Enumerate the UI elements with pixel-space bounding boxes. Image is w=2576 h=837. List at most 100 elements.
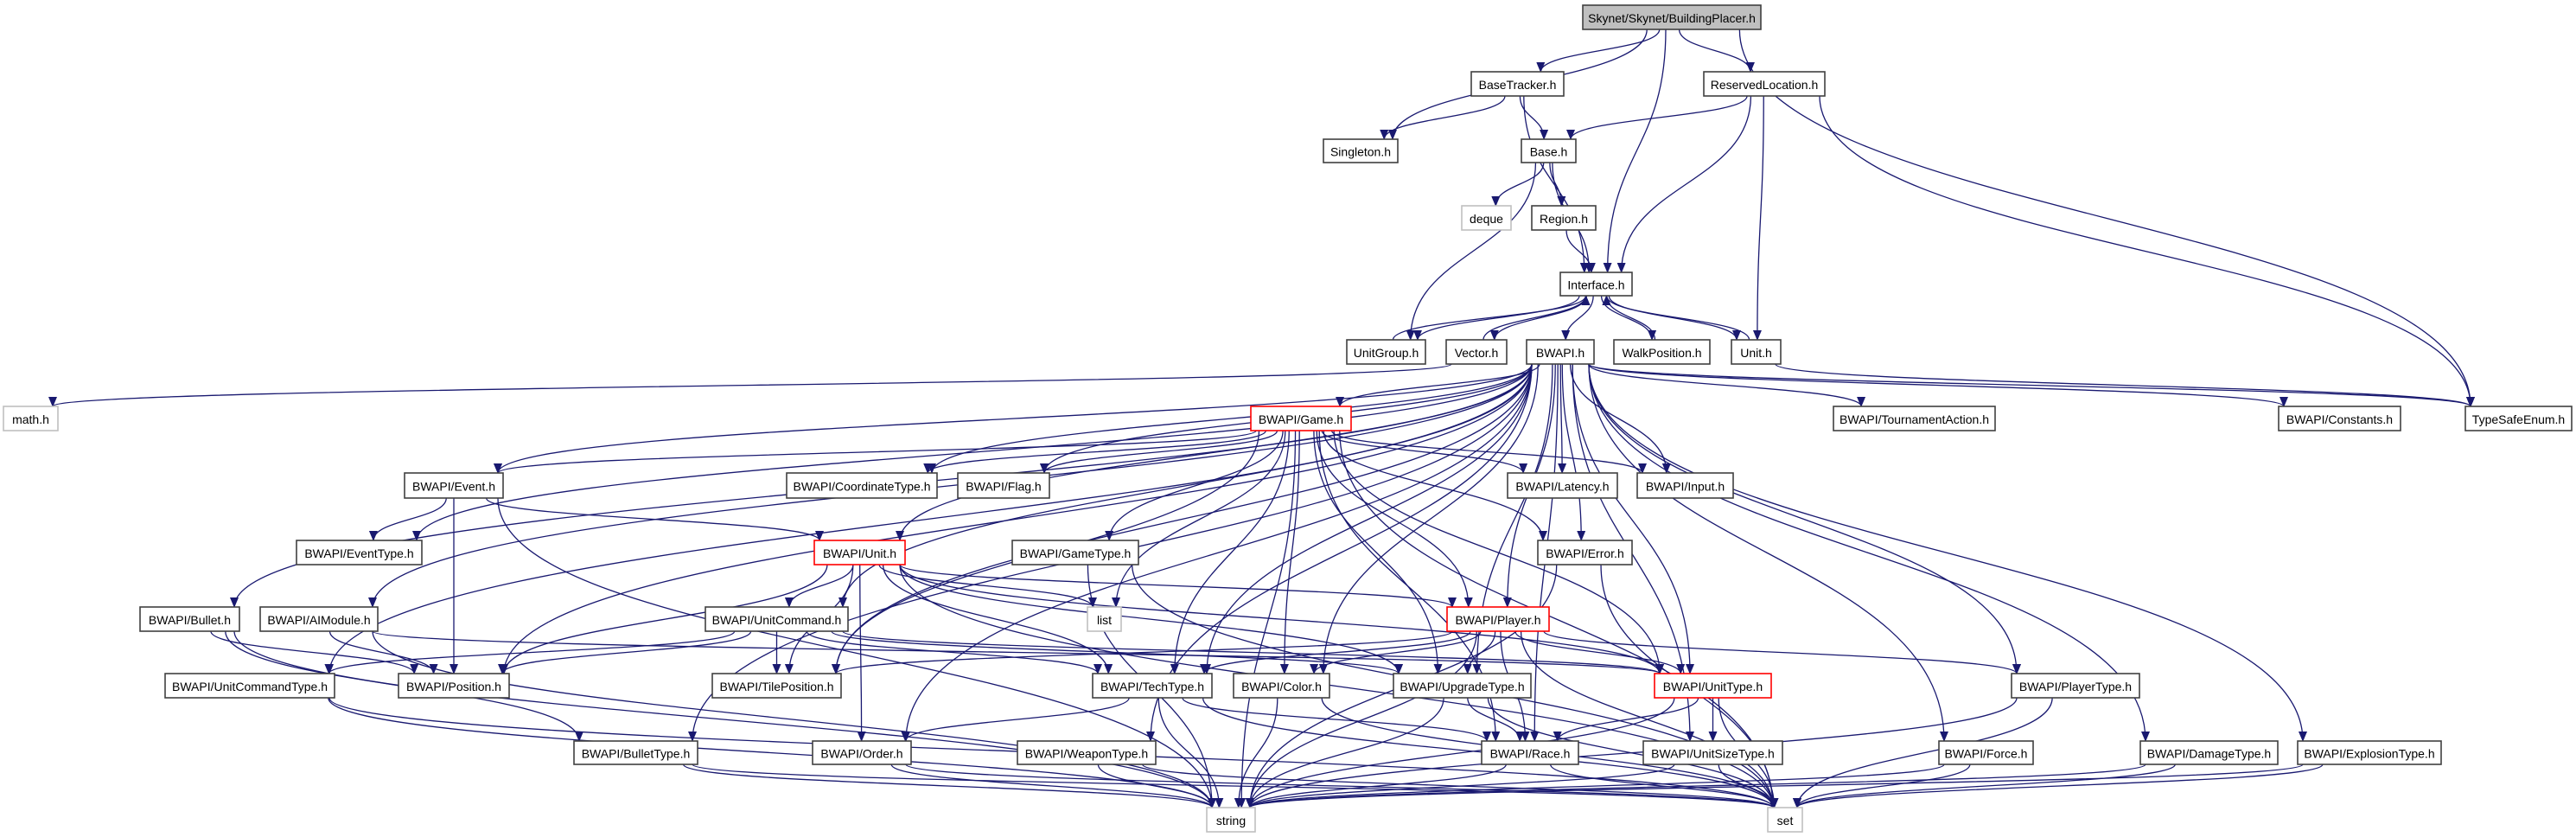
node-reservedlocation[interactable]: ReservedLocation.h — [1703, 71, 1826, 97]
node-damagetype[interactable]: BWAPI/DamageType.h — [2139, 740, 2279, 765]
edge-player-to-unittype — [1514, 630, 1686, 674]
node-label: string — [1216, 814, 1246, 827]
node-explosiontype[interactable]: BWAPI/ExplosionType.h — [2297, 740, 2442, 765]
node-label: BWAPI/WeaponType.h — [1025, 747, 1148, 761]
node-basetracker[interactable]: BaseTracker.h — [1470, 71, 1565, 97]
node-force[interactable]: BWAPI/Force.h — [1938, 740, 2034, 765]
node-label: Vector.h — [1455, 346, 1499, 360]
node-unittype[interactable]: BWAPI/UnitType.h — [1654, 673, 1772, 699]
node-box — [404, 472, 504, 499]
node-label: BWAPI/Color.h — [1241, 680, 1322, 693]
edge-reservedlocation-to-typesafeenum — [1819, 95, 2475, 407]
node-string[interactable]: string — [1206, 807, 1256, 833]
node-box — [1346, 339, 1426, 365]
node-weapontype[interactable]: BWAPI/WeaponType.h — [1017, 740, 1157, 765]
edge-bwunit-to-player — [899, 564, 1457, 608]
node-unitgroup[interactable]: UnitGroup.h — [1346, 339, 1426, 365]
node-walkposition[interactable]: WalkPosition.h — [1613, 339, 1711, 365]
node-playertype[interactable]: BWAPI/PlayerType.h — [2011, 673, 2140, 699]
node-bullet[interactable]: BWAPI/Bullet.h — [139, 606, 240, 632]
edge-unitcommand-to-upgradetype — [831, 630, 1403, 674]
node-bullettype[interactable]: BWAPI/BulletType.h — [573, 740, 698, 765]
node-color[interactable]: BWAPI/Color.h — [1233, 673, 1330, 699]
node-bwapi[interactable]: BWAPI.h — [1526, 339, 1595, 365]
edge-bwapi-to-tileposition — [832, 363, 1533, 674]
node-constants[interactable]: BWAPI/Constants.h — [2278, 406, 2401, 431]
node-flag[interactable]: BWAPI/Flag.h — [957, 472, 1050, 499]
edge-aimodule-to-string — [372, 630, 1216, 808]
edge-player-to-techtype — [1200, 630, 1471, 674]
node-label: BWAPI/EventType.h — [304, 546, 413, 560]
node-region[interactable]: Region.h — [1531, 205, 1597, 231]
edge-bwunit-to-upgradetype — [899, 564, 1403, 674]
edge-top-to-interface — [1603, 29, 1667, 273]
edge-bwapi-to-bwunit — [896, 363, 1533, 541]
node-deque[interactable]: deque — [1461, 205, 1512, 231]
node-order[interactable]: BWAPI/Order.h — [812, 740, 912, 765]
edge-region-to-interface — [1565, 229, 1596, 273]
node-box — [3, 406, 59, 431]
node-box — [1613, 339, 1711, 365]
edge-techtype-to-string — [1157, 697, 1224, 808]
node-set[interactable]: set — [1767, 807, 1803, 833]
node-aimodule[interactable]: BWAPI/AIModule.h — [259, 606, 379, 632]
node-input[interactable]: BWAPI/Input.h — [1636, 472, 1734, 499]
edge-base-to-deque — [1491, 162, 1545, 207]
edge-game-to-flag — [1040, 430, 1278, 474]
node-player[interactable]: BWAPI/Player.h — [1446, 606, 1550, 632]
edge-unit-to-typesafeenum — [1775, 363, 2475, 407]
node-tournamentaction[interactable]: BWAPI/TournamentAction.h — [1833, 406, 1996, 431]
edge-game-to-color — [1279, 430, 1300, 674]
node-event[interactable]: BWAPI/Event.h — [404, 472, 504, 499]
node-math[interactable]: math.h — [3, 406, 59, 431]
edge-game-to-set — [1339, 430, 1777, 808]
node-latency[interactable]: BWAPI/Latency.h — [1507, 472, 1618, 499]
edge-bullettype-to-set — [692, 764, 1777, 808]
edge-basetracker-to-base — [1519, 95, 1549, 140]
edge-bwapi-to-input — [1569, 363, 1671, 474]
node-race[interactable]: BWAPI/Race.h — [1481, 740, 1579, 765]
node-position[interactable]: BWAPI/Position.h — [398, 673, 510, 699]
node-singleton[interactable]: Singleton.h — [1323, 138, 1399, 163]
node-unitsizetype[interactable]: BWAPI/UnitSizeType.h — [1642, 740, 1783, 765]
nodes-layer: Skynet/Skynet/BuildingPlacer.hBaseTracke… — [3, 4, 2573, 833]
node-bwunit[interactable]: BWAPI/Unit.h — [813, 540, 906, 565]
node-box — [1507, 472, 1618, 499]
node-vector[interactable]: Vector.h — [1445, 339, 1508, 365]
node-base[interactable]: Base.h — [1521, 138, 1577, 163]
node-game[interactable]: BWAPI/Game.h — [1250, 406, 1352, 431]
edge-bwapi-to-playertype — [1588, 363, 2021, 674]
node-box — [2139, 740, 2279, 765]
node-box — [573, 740, 698, 765]
edge-bwapi-to-force — [1588, 363, 1948, 742]
edge-bwapi-to-techtype — [1202, 363, 1533, 674]
node-tileposition[interactable]: BWAPI/TilePosition.h — [711, 673, 842, 699]
node-top[interactable]: Skynet/Skynet/BuildingPlacer.h — [1582, 4, 1762, 30]
node-upgradetype[interactable]: BWAPI/UpgradeType.h — [1393, 673, 1532, 699]
node-label: BWAPI/Player.h — [1455, 613, 1540, 627]
node-eventtype[interactable]: BWAPI/EventType.h — [296, 540, 423, 565]
node-interface[interactable]: Interface.h — [1559, 272, 1633, 297]
node-unit[interactable]: Unit.h — [1731, 339, 1782, 365]
node-unitcommand[interactable]: BWAPI/UnitCommand.h — [705, 606, 849, 632]
node-list[interactable]: list — [1087, 606, 1122, 632]
edge-bwunit-to-position — [500, 564, 828, 674]
node-unitcommandtype[interactable]: BWAPI/UnitCommandType.h — [164, 673, 335, 699]
node-label: BWAPI/Constants.h — [2286, 412, 2393, 426]
node-box — [1087, 606, 1122, 632]
node-techtype[interactable]: BWAPI/TechType.h — [1092, 673, 1213, 699]
node-label: list — [1097, 613, 1112, 627]
edge-color-to-string — [1234, 697, 1278, 808]
edge-unittype-to-race — [1553, 697, 1699, 742]
node-box — [786, 472, 938, 499]
node-coordinatetype[interactable]: BWAPI/CoordinateType.h — [786, 472, 938, 499]
edge-reservedlocation-to-interface — [1616, 95, 1752, 273]
node-box — [1636, 472, 1734, 499]
node-label: BWAPI/Game.h — [1259, 412, 1343, 426]
edge-force-to-string — [1246, 764, 1945, 808]
edge-techtype-to-race — [1182, 697, 1491, 742]
node-gametype[interactable]: BWAPI/GameType.h — [1011, 540, 1139, 565]
node-error[interactable]: BWAPI/Error.h — [1537, 540, 1633, 565]
node-typesafeenum[interactable]: TypeSafeEnum.h — [2464, 406, 2573, 431]
edge-player-to-tileposition — [832, 630, 1453, 674]
